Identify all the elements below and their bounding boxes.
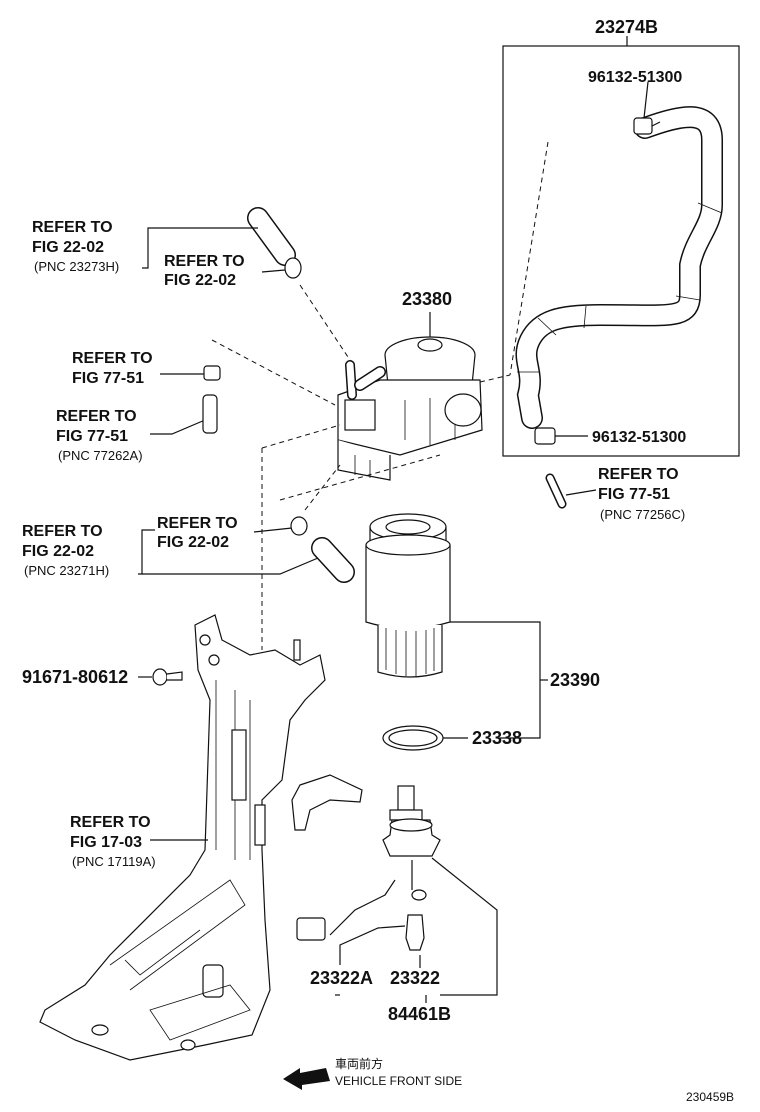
svg-text:(PNC 23271H): (PNC 23271H) [24, 563, 109, 578]
svg-text:FIG 22-02: FIG 22-02 [32, 239, 104, 256]
svg-text:REFER TO: REFER TO [164, 253, 245, 270]
ref-fig-22-02-upper: REFER TO FIG 22-02 [164, 253, 286, 289]
svg-text:FIG 22-02: FIG 22-02 [22, 543, 94, 560]
callout-23390: 23390 [550, 670, 600, 690]
arrow-left-icon [283, 1068, 330, 1090]
vent-pipe [202, 394, 218, 434]
ref-fig-22-02-pnc-23273h: REFER TO FIG 22-02 (PNC 23273H) [32, 219, 258, 274]
svg-text:(PNC 77256C): (PNC 77256C) [600, 507, 685, 522]
hose-clamp-top [633, 117, 661, 135]
ref-fig-77-51-pnc-77256c: REFER TO FIG 77-51 (PNC 77256C) [545, 466, 685, 522]
figure-id: 230459B [686, 1090, 734, 1104]
ref-fig-17-03-pnc-17119a: REFER TO FIG 17-03 (PNC 17119A) [70, 814, 156, 869]
svg-text:REFER TO: REFER TO [157, 515, 238, 532]
callout-23338: 23338 [472, 728, 522, 748]
ref-fig-77-51-clip: REFER TO FIG 77-51 [72, 339, 336, 406]
svg-text:FIG 22-02: FIG 22-02 [157, 534, 229, 551]
callout-23380: 23380 [402, 289, 452, 309]
svg-text:(PNC 17119A): (PNC 17119A) [72, 854, 156, 869]
hose-clamp-upper-left [284, 257, 302, 279]
vehicle-front-indicator: 車両前方 VEHICLE FRONT SIDE [283, 1056, 462, 1090]
connector-23322a [296, 917, 326, 941]
sensor-23322 [405, 914, 425, 951]
svg-text:REFER TO: REFER TO [72, 350, 153, 367]
svg-text:FIG 77-51: FIG 77-51 [598, 486, 670, 503]
clip-part [203, 365, 221, 381]
svg-text:FIG 17-03: FIG 17-03 [70, 834, 142, 851]
svg-text:FIG 77-51: FIG 77-51 [72, 370, 144, 387]
callout-96132-bottom: 96132-51300 [592, 429, 686, 446]
svg-text:FIG 22-02: FIG 22-02 [164, 272, 236, 289]
filter-head-23380: 23380 [337, 289, 511, 481]
small-o-ring [411, 889, 427, 901]
callout-23322a: 23322A [310, 968, 373, 988]
hose-kit-box [502, 45, 740, 457]
svg-text:REFER TO: REFER TO [598, 466, 679, 483]
callout-91671-80612: 91671-80612 [22, 667, 128, 687]
hose-clamp-bottom [534, 427, 556, 445]
callout-96132-top: 96132-51300 [588, 69, 682, 86]
svg-text:REFER TO: REFER TO [70, 814, 151, 831]
bolt-91671-80612: 91671-80612 [22, 667, 183, 687]
callout-84461b: 84461B [388, 1004, 451, 1024]
callout-23274b: 23274B [595, 17, 658, 37]
hose-clamp-lower [290, 516, 308, 536]
o-ring-23338: 23338 [382, 725, 522, 751]
svg-text:REFER TO: REFER TO [22, 523, 103, 540]
ref-fig-22-02-pnc-23271h: REFER TO FIG 22-02 (PNC 23271H) [22, 523, 319, 578]
hose-kit-group: 23274B 96132-51300 96132-51300 [502, 17, 740, 457]
upper-left-hose [247, 207, 351, 361]
svg-text:FIG 77-51: FIG 77-51 [56, 428, 128, 445]
direction-japanese: 車両前方 [335, 1056, 383, 1071]
direction-english: VEHICLE FRONT SIDE [335, 1074, 462, 1088]
ref-fig-77-51-pnc-77262a: REFER TO FIG 77-51 (PNC 77262A) [56, 394, 218, 463]
sensor-assembly: 23322A 23322 84461B [296, 785, 498, 1024]
svg-text:(PNC 23273H): (PNC 23273H) [34, 259, 119, 274]
bracket-assembly [39, 614, 363, 1061]
ref-fig-22-02-lower: REFER TO FIG 22-02 [157, 464, 355, 583]
callout-23322: 23322 [390, 968, 440, 988]
svg-text:(PNC 77262A): (PNC 77262A) [58, 448, 143, 463]
fuel-filter-23390: 23390 [365, 513, 600, 739]
svg-text:REFER TO: REFER TO [32, 219, 113, 236]
svg-text:REFER TO: REFER TO [56, 408, 137, 425]
